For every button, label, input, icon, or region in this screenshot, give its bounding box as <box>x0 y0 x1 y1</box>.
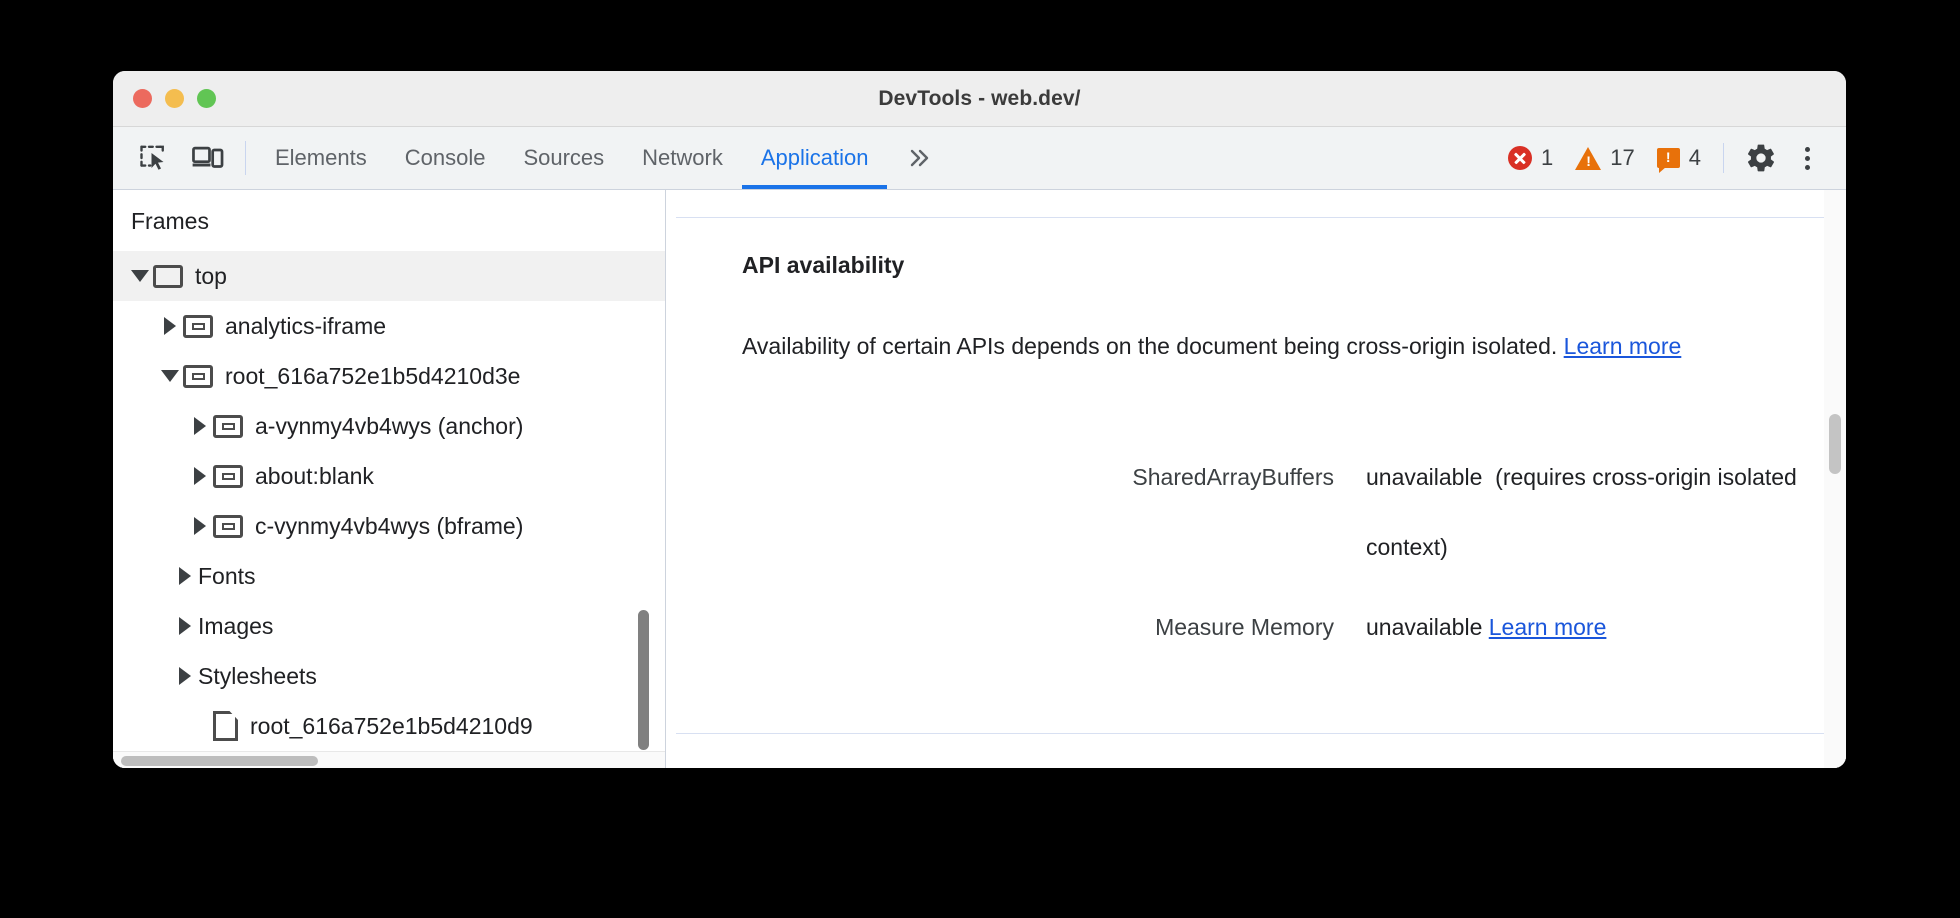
tab-elements[interactable]: Elements <box>275 145 367 170</box>
devtools-body: Frames top analytics-iframe root_616a752e1… <box>113 190 1846 768</box>
chevron-right-icon[interactable] <box>187 517 213 535</box>
tree-row[interactable]: top <box>113 251 665 301</box>
page-title: API availability <box>742 252 905 278</box>
api-status-note: (requires cross-origin isolated context) <box>1366 464 1797 560</box>
tab-network[interactable]: Network <box>642 145 723 170</box>
content-scroll-area: API availability Availability of certain… <box>666 190 1846 768</box>
inspect-element-icon[interactable] <box>127 127 181 189</box>
warning-counter[interactable]: ! 17 <box>1575 145 1635 171</box>
api-availability-row: SharedArrayBuffers unavailable (requires … <box>666 442 1846 582</box>
application-sidebar: Frames top analytics-iframe root_616a752e1… <box>113 190 666 768</box>
chevron-right-icon[interactable] <box>172 667 198 685</box>
tree-row[interactable]: root_616a752e1b5d4210d9 <box>113 701 665 751</box>
api-name-label: SharedArrayBuffers <box>1132 464 1334 490</box>
tree-row[interactable]: root_616a752e1b5d4210d3e <box>113 351 665 401</box>
warning-count: 17 <box>1610 145 1635 170</box>
tree-row[interactable]: a-vynmy4vb4wys (anchor) <box>113 401 665 451</box>
tree-row-label: top <box>195 262 227 289</box>
iframe-icon <box>213 414 243 438</box>
description-text: Availability of certain APIs depends on … <box>742 333 1564 359</box>
zoom-window-button[interactable] <box>197 89 216 108</box>
issue-count: 4 <box>1688 145 1701 170</box>
gear-icon[interactable] <box>1738 135 1784 181</box>
error-counter[interactable]: 1 <box>1508 145 1553 171</box>
learn-more-link-description[interactable]: Learn more <box>1563 333 1682 359</box>
minimize-window-button[interactable] <box>165 89 184 108</box>
sidebar-horizontal-scrollbar-thumb[interactable] <box>121 756 318 766</box>
device-toolbar-icon[interactable] <box>181 127 235 189</box>
api-status-text: unavailable <box>1366 614 1483 640</box>
frame-icon <box>153 264 183 288</box>
section-divider-top <box>676 217 1824 218</box>
tree-row[interactable]: Stylesheets <box>113 651 665 701</box>
chevron-right-icon[interactable] <box>187 467 213 485</box>
sidebar-horizontal-scrollbar-track[interactable] <box>113 751 665 768</box>
sidebar-section-header: Frames <box>131 208 209 234</box>
tab-sources[interactable]: Sources <box>523 145 605 170</box>
tree-row-label: about:blank <box>255 462 374 489</box>
tree-row-label: c-vynmy4vb4wys (bframe) <box>255 512 524 539</box>
tree-row-label: analytics-iframe <box>225 312 387 339</box>
tree-row-label: root_616a752e1b5d4210d9 <box>250 712 533 739</box>
document-icon <box>213 711 238 741</box>
iframe-icon <box>183 364 213 388</box>
chevron-down-icon[interactable] <box>157 370 183 382</box>
issue-counter[interactable]: ! 4 <box>1656 145 1701 173</box>
learn-more-link[interactable]: Learn more <box>1488 614 1607 640</box>
content-vertical-scrollbar-thumb[interactable] <box>1829 414 1841 474</box>
tree-row[interactable]: Images <box>113 601 665 651</box>
traffic-lights <box>133 89 216 108</box>
chevron-right-icon[interactable] <box>157 317 183 335</box>
error-count: 1 <box>1541 145 1554 170</box>
toolbar-divider-right <box>1723 143 1724 173</box>
tree-row[interactable]: analytics-iframe <box>113 301 665 351</box>
sidebar-vertical-scrollbar[interactable] <box>638 610 649 750</box>
toolbar-divider <box>245 141 246 175</box>
api-availability-description: Availability of certain APIs depends on … <box>742 312 1707 380</box>
api-availability-row: Measure Memory unavailable Learn more <box>666 592 1846 662</box>
tree-row-label: Fonts <box>198 562 256 589</box>
iframe-icon <box>213 464 243 488</box>
chevron-right-icon[interactable] <box>172 567 198 585</box>
chevron-right-icon[interactable] <box>172 617 198 635</box>
frames-tree: top analytics-iframe root_616a752e1b5d4210… <box>113 251 665 768</box>
devtools-toolbar: Elements Console Sources Network Applica… <box>113 127 1846 190</box>
api-status-text: unavailable <box>1366 464 1483 490</box>
kebab-menu-icon[interactable] <box>1784 135 1830 181</box>
api-name-label: Measure Memory <box>1155 614 1334 640</box>
chevron-down-icon[interactable] <box>127 270 153 282</box>
warning-icon: ! <box>1575 146 1602 170</box>
panel-tabs: Elements Console Sources Network Applica… <box>256 127 953 189</box>
tree-row-label: root_616a752e1b5d4210d3e <box>225 362 521 389</box>
close-window-button[interactable] <box>133 89 152 108</box>
tree-row[interactable]: Fonts <box>113 551 665 601</box>
application-content-panel: API availability Availability of certain… <box>666 190 1846 768</box>
iframe-icon <box>213 514 243 538</box>
tab-application[interactable]: Application <box>741 127 888 189</box>
chevron-right-icon[interactable] <box>187 417 213 435</box>
tree-row-label: Images <box>198 612 274 639</box>
window-titlebar: DevTools - web.dev/ <box>113 71 1846 127</box>
toolbar-status-area: 1 ! 17 ! 4 <box>1508 127 1846 189</box>
iframe-icon <box>183 314 213 338</box>
api-status-value: unavailable Learn more <box>1366 592 1606 662</box>
tree-row-label: Stylesheets <box>198 662 317 689</box>
tab-console[interactable]: Console <box>404 145 486 170</box>
issue-icon: ! <box>1656 148 1680 173</box>
section-divider-bottom <box>676 733 1824 734</box>
window-title: DevTools - web.dev/ <box>878 86 1081 110</box>
tree-row[interactable]: c-vynmy4vb4wys (bframe) <box>113 501 665 551</box>
tree-row-label: a-vynmy4vb4wys (anchor) <box>255 412 524 439</box>
devtools-window: DevTools - web.dev/ <box>113 71 1846 768</box>
error-icon <box>1508 146 1533 170</box>
api-status-value: unavailable (requires cross-origin isola… <box>1366 442 1846 582</box>
api-availability-rows: SharedArrayBuffers unavailable (requires … <box>666 442 1846 672</box>
content-vertical-scrollbar-track[interactable] <box>1824 190 1846 768</box>
tree-row[interactable]: about:blank <box>113 451 665 501</box>
more-tabs-icon[interactable] <box>887 127 953 189</box>
